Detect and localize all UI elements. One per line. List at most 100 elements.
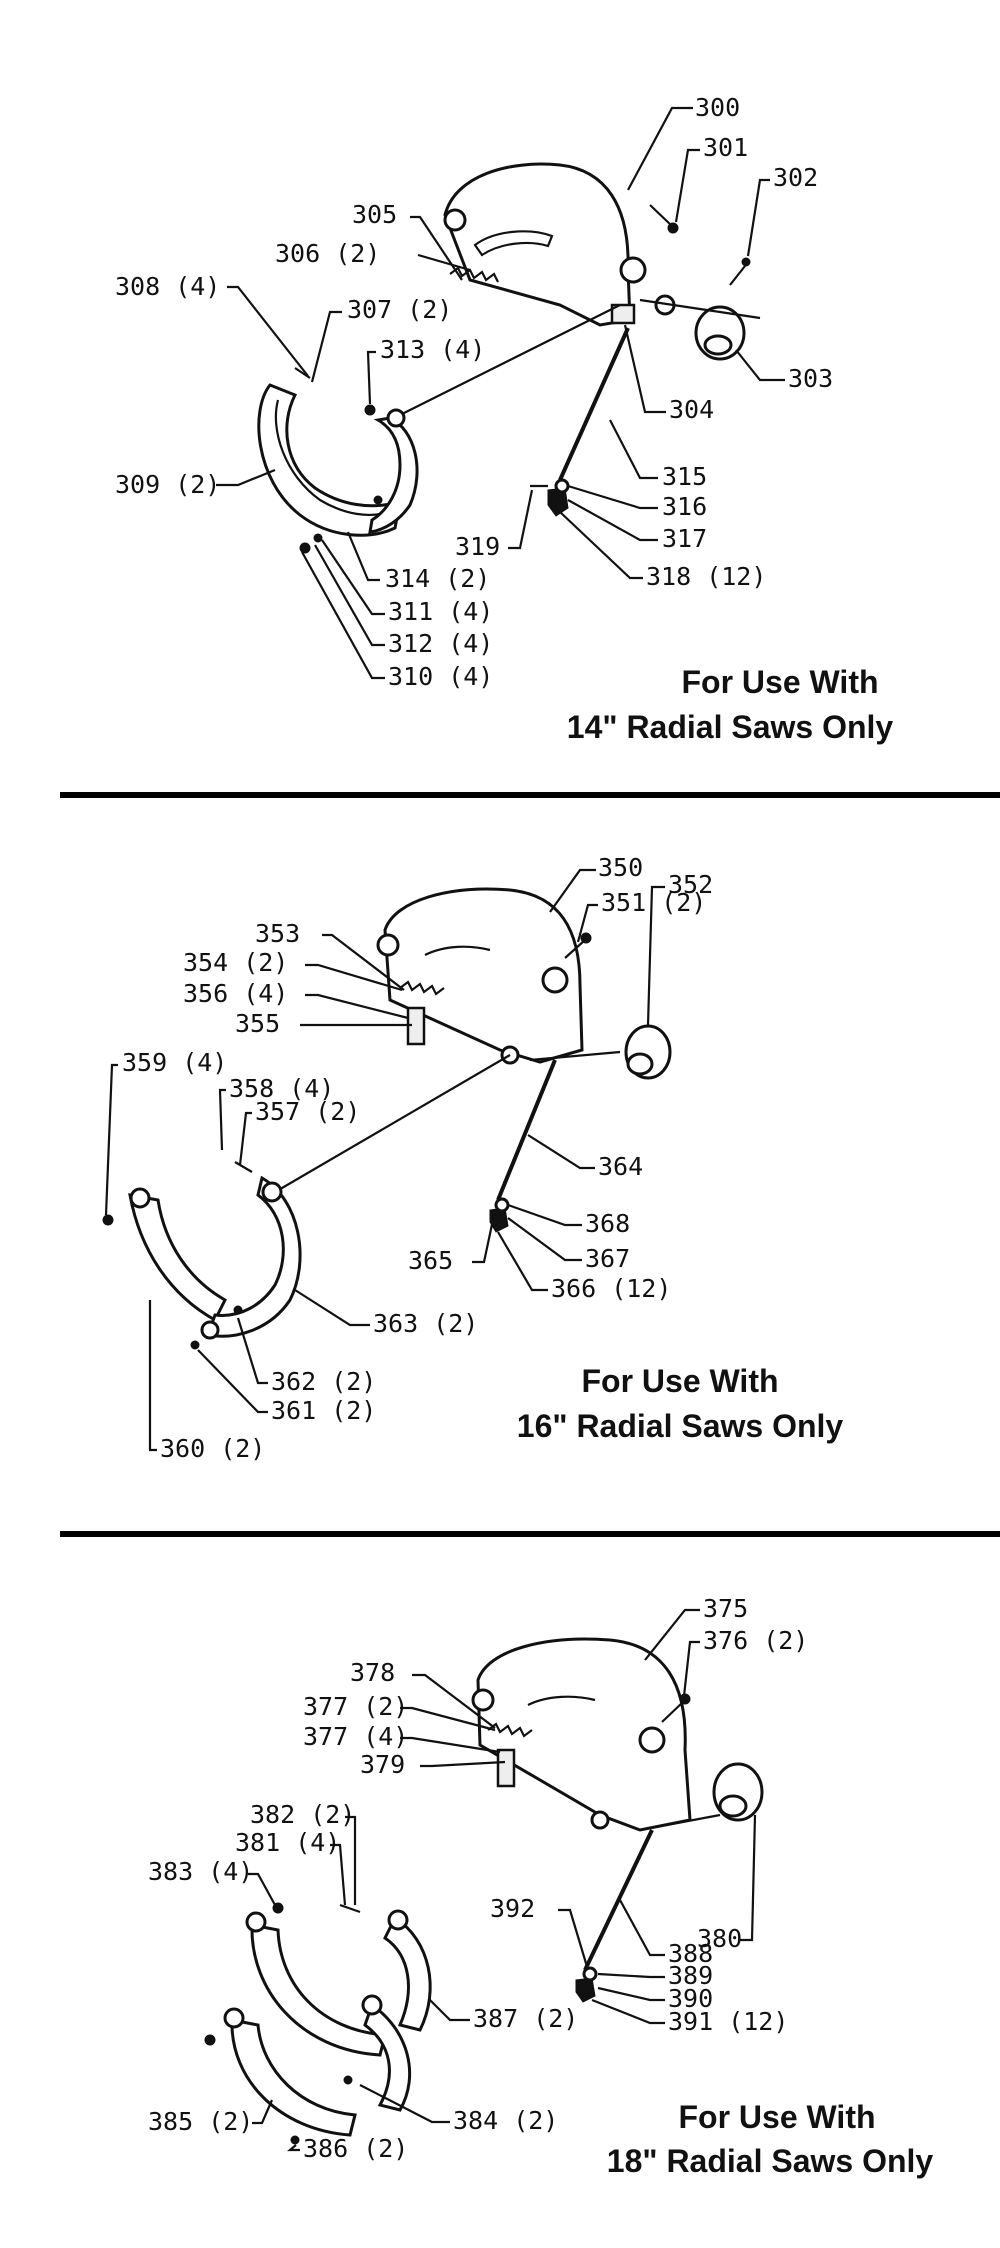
- label-350: 350: [598, 853, 643, 882]
- upper-guard-16: [383, 887, 584, 1064]
- pin-381: [339, 1903, 361, 1914]
- label-377-b: 377 (4): [303, 1722, 408, 1751]
- lower-guard-309: [257, 383, 402, 537]
- label-358: 358 (4): [229, 1074, 334, 1103]
- lower-guard-pivot-16a: [129, 1187, 151, 1209]
- label-304: 304: [669, 395, 714, 424]
- leaders-14: [216, 106, 785, 680]
- label-356: 356 (4): [183, 979, 288, 1008]
- dust-elbow-352-mouth: [626, 1052, 654, 1076]
- label-359: 359 (4): [122, 1048, 227, 1077]
- label-311: 311 (4): [388, 597, 493, 626]
- label-309: 309 (2): [115, 470, 220, 499]
- caption-18-line2: 18" Radial Saws Only: [607, 2143, 934, 2179]
- guard-boss-16: [541, 966, 569, 994]
- lower-guard-pivot: [386, 408, 406, 428]
- spring-354: [399, 980, 445, 996]
- guard-boss-b-18: [590, 1810, 610, 1830]
- label-360: 360 (2): [160, 1434, 265, 1463]
- screw-359: [102, 1214, 114, 1226]
- label-368: 368: [585, 1209, 630, 1238]
- label-355: 355: [235, 1009, 280, 1038]
- label-385: 385 (2): [148, 2107, 253, 2136]
- screw-362: [233, 1305, 243, 1315]
- label-315: 315: [662, 462, 707, 491]
- label-383: 383 (4): [148, 1857, 253, 1886]
- label-381: 381 (4): [235, 1828, 340, 1857]
- caption-16-line1: For Use With: [581, 1363, 778, 1399]
- label-392: 392: [490, 1894, 535, 1923]
- screw-311: [373, 495, 383, 505]
- label-365: 365: [408, 1246, 453, 1275]
- label-354: 354 (2): [183, 948, 288, 977]
- screw-301: [667, 222, 679, 234]
- rod-388: [583, 1829, 654, 1971]
- label-313: 313 (4): [380, 335, 485, 364]
- label-390: 390: [668, 1984, 713, 2013]
- collar-389: [582, 1966, 598, 1982]
- guard-slot-16: [424, 945, 491, 956]
- lower-guard-pivot-18b: [387, 1909, 409, 1931]
- label-376: 376 (2): [703, 1626, 808, 1655]
- screw-351: [580, 932, 592, 944]
- nut-361: [190, 1340, 200, 1350]
- label-382: 382 (2): [250, 1800, 355, 1829]
- label-389: 389: [668, 1961, 713, 1990]
- lower-guard-pivot-18a: [245, 1911, 267, 1933]
- label-388: 388: [668, 1939, 713, 1968]
- label-364: 364: [598, 1152, 643, 1181]
- label-391: 391 (12): [668, 2007, 788, 2036]
- label-384: 384 (2): [453, 2106, 558, 2135]
- nut-386: [290, 2135, 300, 2145]
- label-379: 379: [360, 1750, 405, 1779]
- label-353: 353: [255, 919, 300, 948]
- caption-16-line2: 16" Radial Saws Only: [517, 1408, 844, 1444]
- dust-elbow-303-mouth: [703, 334, 733, 356]
- label-367: 367: [585, 1244, 630, 1273]
- screw-313: [364, 404, 376, 416]
- section-14-inch: 300 301 302 303 304 305 306 (2) 307 (2) …: [115, 93, 893, 745]
- lower-guard-314: [368, 416, 419, 534]
- screw-376-shaft: [661, 1701, 684, 1723]
- washer-312: [313, 533, 323, 543]
- label-363: 363 (2): [373, 1309, 478, 1338]
- section-18-inch: 375 376 (2) 378 377 (2) 377 (4) 379 382 …: [148, 1594, 933, 2179]
- label-351: 351 (2): [601, 888, 706, 917]
- nut-310: [299, 542, 311, 554]
- collar-316: [554, 478, 570, 494]
- guard-boss-18: [638, 1726, 666, 1754]
- collar-368: [494, 1197, 510, 1213]
- section-16-inch: 350 351 (2) 352 353 354 (2) 356 (4) 355 …: [102, 853, 844, 1463]
- pawl-391: [575, 1977, 596, 2003]
- lower-guard-387: [250, 1923, 387, 2057]
- assembly-line-16b: [529, 1050, 621, 1062]
- lower-guard-pivot-18d: [361, 1994, 383, 2016]
- label-380: 380: [697, 1924, 742, 1953]
- pin-357: [234, 1161, 253, 1173]
- caption-14-line1: For Use With: [681, 664, 878, 700]
- screw-302: [741, 257, 751, 267]
- guard-pivot-18: [471, 1688, 495, 1712]
- lower-guard-363: [206, 1175, 302, 1338]
- label-308: 308 (4): [115, 272, 220, 301]
- rod-315: [558, 327, 630, 481]
- label-375: 375: [703, 1594, 748, 1623]
- label-361: 361 (2): [271, 1396, 376, 1425]
- label-301: 301: [703, 133, 748, 162]
- label-377-a: 377 (2): [303, 1692, 408, 1721]
- screw-301-shaft: [649, 204, 673, 227]
- label-378: 378: [350, 1658, 395, 1687]
- label-352: 352: [668, 870, 713, 899]
- guard-boss-14: [619, 256, 647, 284]
- screw-383: [272, 1902, 284, 1914]
- assembly-line-16: [269, 1054, 511, 1196]
- caption-18-line1: For Use With: [678, 2099, 875, 2135]
- screw-302-shaft: [729, 265, 746, 286]
- label-314: 314 (2): [385, 564, 490, 593]
- label-316: 316: [662, 492, 707, 521]
- screw-384: [343, 2075, 353, 2085]
- label-303: 303: [788, 364, 833, 393]
- assembly-line-18: [639, 1813, 721, 1832]
- label-302: 302: [773, 163, 818, 192]
